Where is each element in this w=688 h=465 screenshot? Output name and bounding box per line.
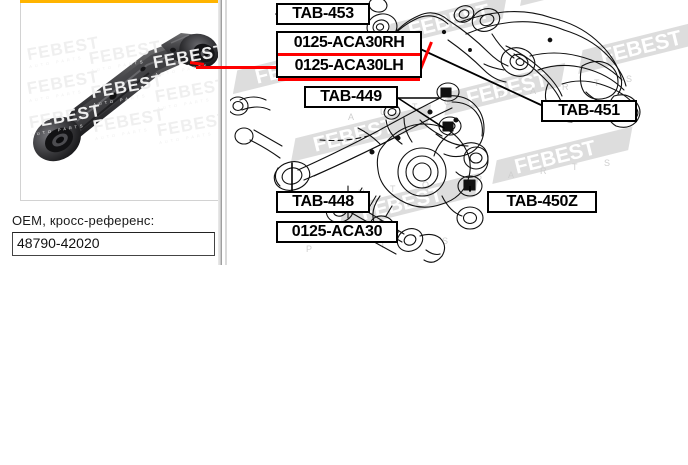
svg-text:A: A: [348, 112, 356, 122]
svg-text:R: R: [540, 166, 549, 176]
callout-tab-450z[interactable]: TAB-450Z: [487, 191, 597, 213]
callout-tab-453[interactable]: TAB-453: [276, 3, 370, 25]
panel-scroll-rail-outer[interactable]: [225, 0, 228, 265]
callout-aca30-rh-lh[interactable]: 0125-ACA30RH 0125-ACA30LH: [276, 31, 422, 78]
svg-text:S: S: [604, 158, 612, 168]
svg-text:T: T: [390, 184, 398, 194]
svg-text:P: P: [498, 90, 506, 100]
panel-scroll-rail[interactable]: [218, 0, 222, 265]
callout-label: TAB-450Z: [506, 193, 578, 210]
oem-value-field[interactable]: 48790-42020: [12, 232, 215, 256]
callout-tab-448[interactable]: TAB-448: [276, 191, 370, 213]
svg-text:A: A: [530, 86, 538, 96]
callout-label: TAB-453: [292, 5, 354, 22]
svg-text:FEBEST: FEBEST: [598, 26, 684, 68]
accent-bar: [20, 0, 218, 3]
callout-label: TAB-451: [558, 102, 620, 119]
callout-row-lh: 0125-ACA30LH: [294, 57, 404, 74]
oem-label: OEM, кросс-референс:: [12, 213, 155, 228]
svg-text:FEBEST: FEBEST: [512, 136, 598, 178]
svg-text:T: T: [412, 102, 420, 112]
red-leader-from-photo: [196, 66, 280, 69]
svg-text:U: U: [380, 107, 389, 117]
svg-text:FEBEST: FEBEST: [540, 0, 626, 1]
callout-aca30[interactable]: 0125-ACA30: [276, 221, 398, 243]
svg-text:O: O: [422, 180, 431, 190]
svg-text:P: P: [306, 244, 314, 254]
red-underline-aca30: [278, 78, 420, 81]
svg-text:T: T: [572, 162, 580, 172]
callout-label: TAB-449: [320, 88, 382, 105]
callout-label: TAB-448: [292, 193, 354, 210]
callout-row-rh: 0125-ACA30RH: [293, 34, 405, 51]
svg-text:A: A: [508, 170, 516, 180]
callout-label: 0125-ACA30: [291, 223, 383, 240]
svg-text:S: S: [442, 236, 450, 246]
control-arm-photo-art: [33, 33, 218, 162]
oem-value: 48790-42020: [17, 235, 100, 251]
red-separator: [278, 53, 420, 56]
callout-tab-449[interactable]: TAB-449: [304, 86, 398, 108]
svg-text:R: R: [562, 82, 571, 92]
svg-text:S: S: [626, 74, 634, 84]
svg-text:T: T: [380, 240, 388, 250]
callout-tab-451[interactable]: TAB-451: [541, 100, 637, 122]
svg-text:O: O: [444, 97, 453, 107]
